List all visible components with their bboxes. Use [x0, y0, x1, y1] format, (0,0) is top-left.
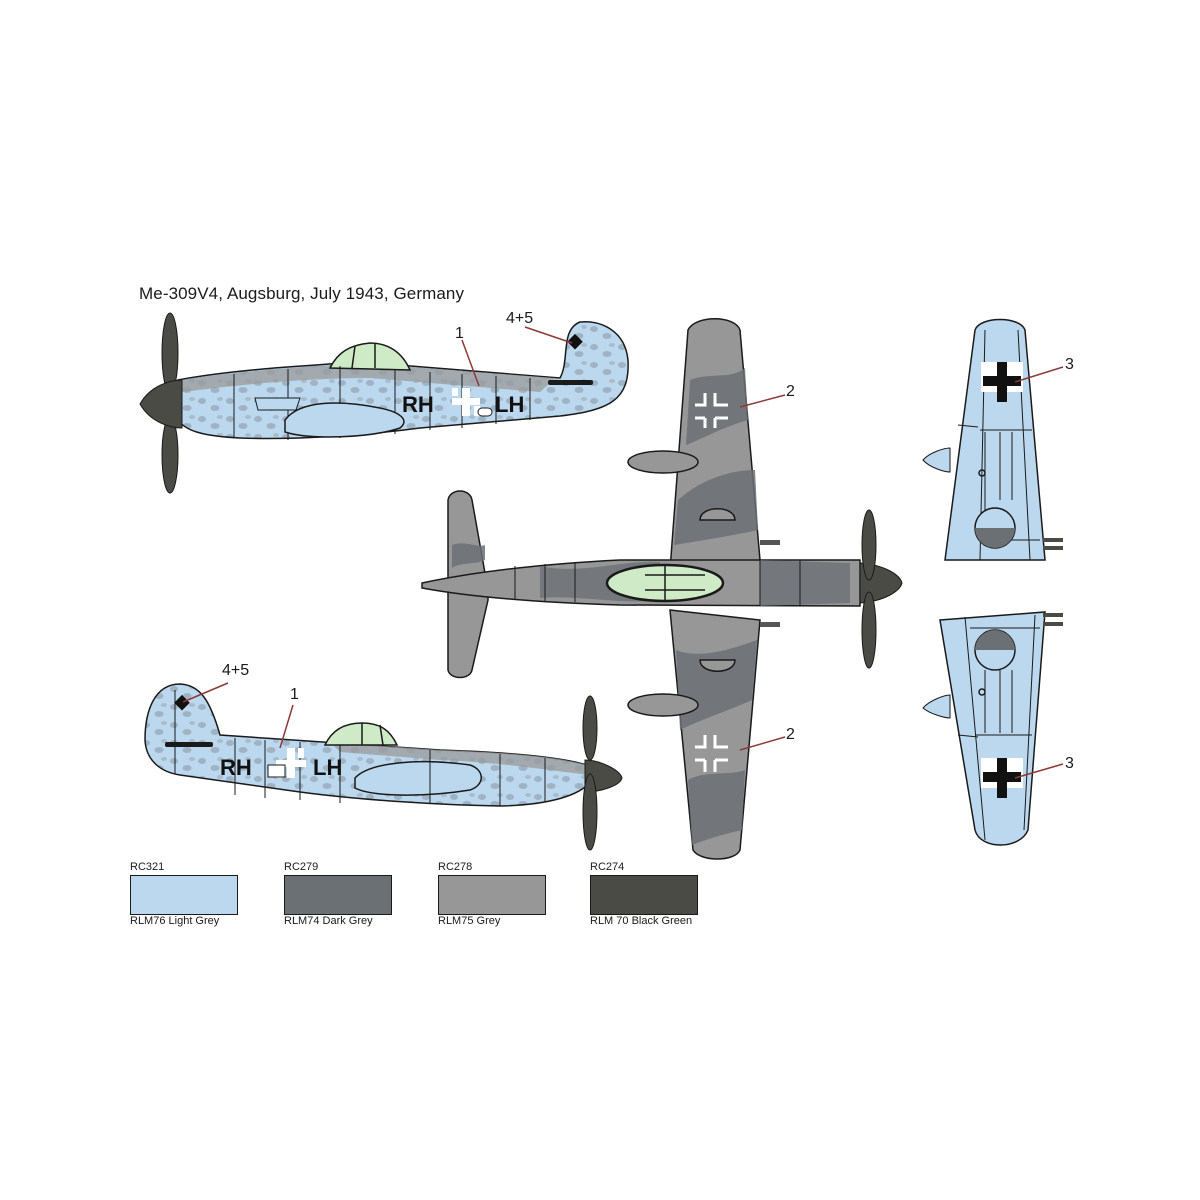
code-letters-right: LH [495, 392, 524, 417]
callout-label-1: 1 [290, 686, 299, 703]
swatch-code: RC278 [438, 861, 473, 873]
swatch-code: RC321 [130, 861, 165, 873]
callout-label-1: 1 [455, 325, 464, 342]
swatch-rc321: RC321 RLM76 Light Grey [130, 861, 238, 927]
underside-wing-left [922, 611, 1064, 846]
callout-label-3: 3 [1065, 356, 1074, 373]
balkenkreuz-icon [452, 388, 480, 416]
swatch-name: RLM 70 Black Green [590, 915, 693, 927]
underside-wing-right [922, 318, 1064, 561]
tail-stencil-marking [567, 333, 583, 350]
callout-label-4-5: 4+5 [506, 310, 534, 327]
swatch-code: RC274 [590, 861, 625, 873]
page-title: Me-309V4, Augsburg, July 1943, Germany [139, 284, 465, 303]
callout-label-3: 3 [1065, 755, 1074, 772]
swatch-code: RC279 [284, 861, 319, 873]
code-letters-left: RH [220, 755, 252, 780]
swatch-rc278: RC278 RLM75 Grey [438, 861, 546, 927]
swatch-color [590, 875, 698, 915]
balkenkreuz-icon [695, 393, 728, 772]
balkenkreuz-icon [981, 758, 1023, 798]
swatch-name: RLM74 Dark Grey [284, 915, 373, 927]
swatch-rc279: RC279 RLM74 Dark Grey [284, 861, 392, 927]
swatch-color [438, 875, 546, 915]
callout-label-2: 2 [786, 383, 795, 400]
swatch-color [284, 875, 392, 915]
swatch-color [130, 875, 238, 915]
right-side-profile: RH LH [144, 682, 623, 851]
code-letters-right: LH [313, 755, 342, 780]
callout-label-2: 2 [786, 726, 795, 743]
top-view [421, 318, 903, 860]
callout-label-4-5: 4+5 [222, 662, 250, 679]
balkenkreuz-icon [981, 362, 1023, 402]
code-letters-left: RH [402, 392, 434, 417]
swatch-name: RLM75 Grey [438, 915, 501, 927]
propeller-icon [161, 312, 179, 494]
swatch-rc274: RC274 RLM 70 Black Green [590, 861, 698, 927]
left-side-profile: RH LH [139, 312, 629, 494]
swatch-name: RLM76 Light Grey [130, 915, 220, 927]
